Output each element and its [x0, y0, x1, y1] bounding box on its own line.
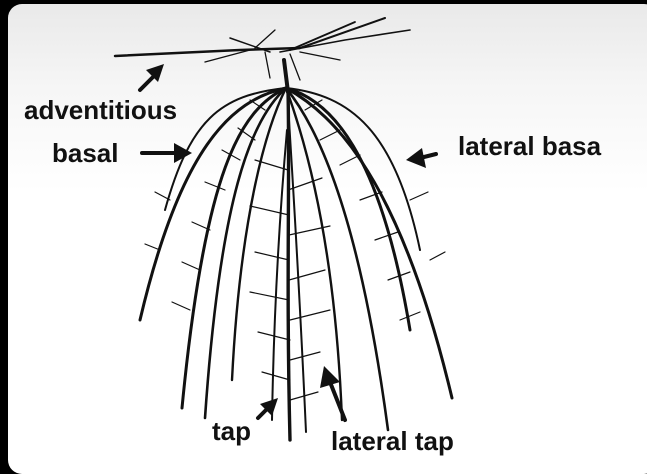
label-tap: tap [212, 418, 251, 444]
label-lateral-tap: lateral tap [331, 428, 454, 454]
label-lateral-basal: lateral basa [458, 133, 601, 159]
basal-roots [140, 88, 452, 430]
tap-root [272, 90, 306, 440]
label-basal: basal [52, 140, 119, 166]
label-adventitious: adventitious [24, 97, 177, 123]
root-system-diagram [0, 0, 647, 458]
image-frame: adventitious basal lateral basa tap late… [0, 0, 647, 458]
